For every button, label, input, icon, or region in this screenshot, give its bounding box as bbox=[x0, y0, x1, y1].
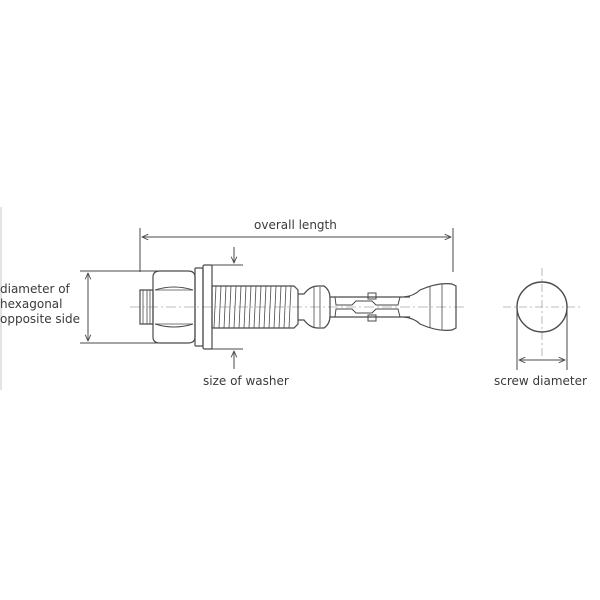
overall-length-label: overall length bbox=[254, 218, 337, 232]
screw-cross-section bbox=[503, 268, 582, 356]
screw-diameter-dimension bbox=[516, 310, 568, 370]
hex-label-line-2: hexagonal bbox=[0, 297, 63, 311]
hex-diameter-label: diameter of hexagonal opposite side bbox=[0, 282, 80, 327]
hex-label-line-1: diameter of bbox=[0, 282, 70, 296]
washer-size-label: size of washer bbox=[203, 374, 289, 388]
anchor-bolt bbox=[139, 264, 457, 350]
hex-diameter-dimension bbox=[80, 270, 170, 344]
left-edge-shade bbox=[0, 207, 2, 390]
hex-label-line-3: opposite side bbox=[0, 312, 80, 326]
screw-diameter-label: screw diameter bbox=[494, 374, 587, 388]
overall-length-dimension bbox=[139, 228, 454, 272]
washer-size-dimension bbox=[207, 247, 243, 369]
